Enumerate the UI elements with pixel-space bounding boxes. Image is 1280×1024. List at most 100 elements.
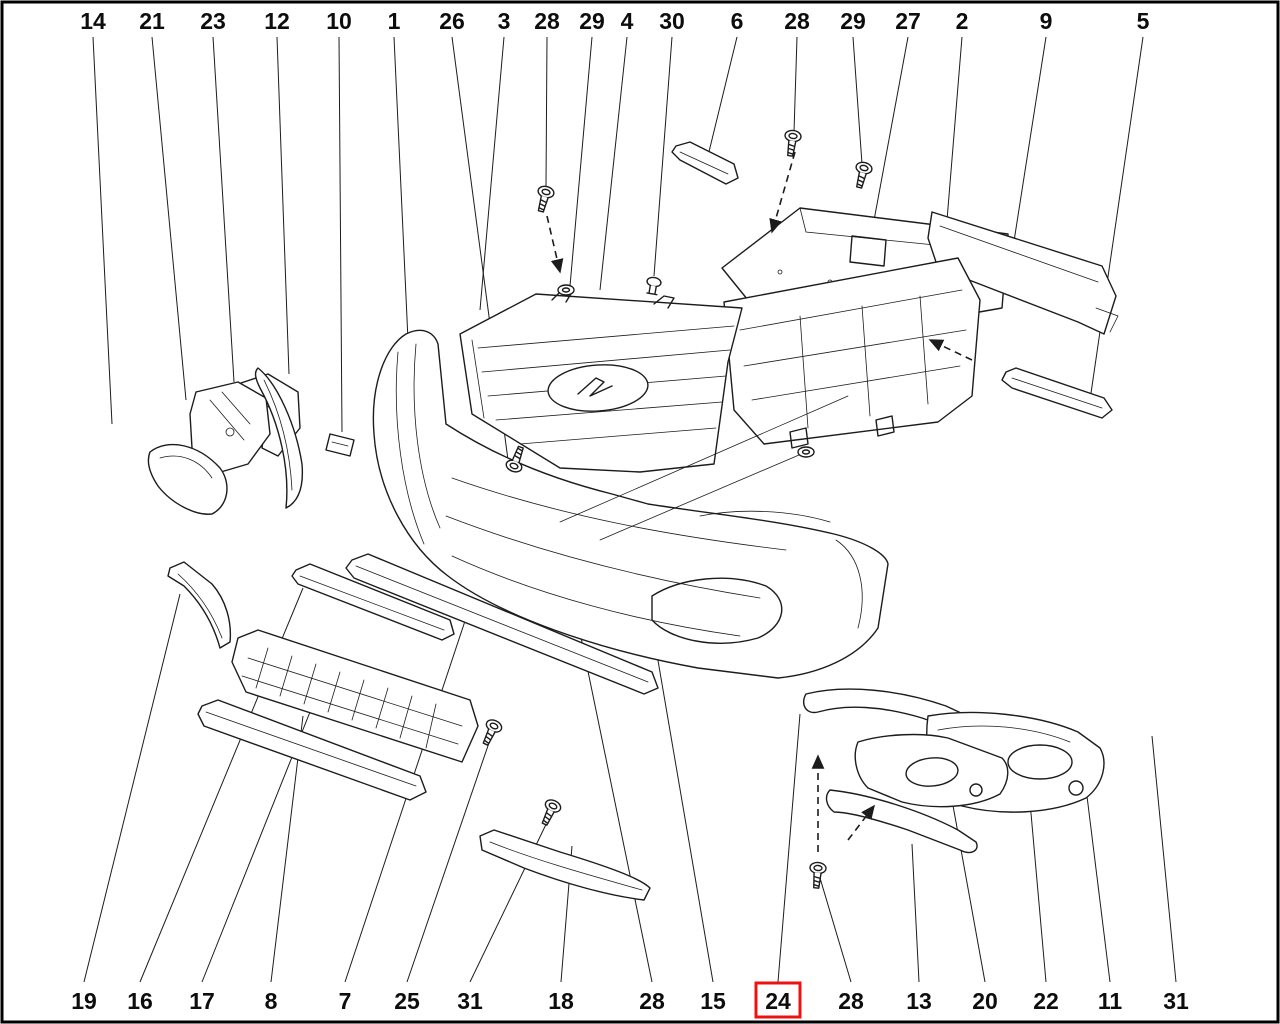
upper-trim-strip: [671, 141, 739, 185]
leader-line-top-23: [212, 36, 235, 383]
callout-number-bottom-17: 17: [189, 988, 215, 1014]
screw-icon-top-left: [532, 183, 556, 215]
callout-number-top-1: 1: [388, 8, 401, 34]
leader-line-top-14: [92, 36, 113, 425]
callout-number-top-23: 23: [200, 8, 226, 34]
callout-number-top-28: 28: [784, 8, 810, 34]
leader-line-top-1: [393, 36, 409, 341]
leader-line-bottom-22: [1029, 801, 1047, 983]
fog-bezel-inner: [854, 733, 1009, 808]
leader-line-top-29: [569, 36, 593, 287]
callout-number-top-21: 21: [139, 8, 165, 34]
callout-number-bottom-22: 22: [1033, 988, 1059, 1014]
upper-right-panel: [927, 211, 1119, 335]
callout-number-bottom-28: 28: [838, 988, 864, 1014]
callout-number-bottom-31: 31: [1163, 988, 1189, 1014]
screw-icon-top-mid: [781, 128, 803, 158]
leader-line-top-27: [869, 36, 909, 243]
lower-lip-spoiler: [479, 829, 651, 901]
screw-icon-top-right: [850, 160, 874, 191]
leader-line-bottom-20: [951, 799, 986, 983]
screw-icon-28-bottom: [807, 861, 828, 890]
leader-line-top-21: [151, 36, 187, 401]
right-thin-strip: [1001, 367, 1113, 419]
artwork: [147, 128, 1119, 901]
callout-number-top-3: 3: [498, 8, 511, 34]
lower-strip-long: [345, 553, 659, 695]
screw-icon-31: [536, 796, 564, 829]
callout-number-bottom-25: 25: [394, 988, 420, 1014]
callout-number-bottom-28: 28: [639, 988, 665, 1014]
leader-line-bottom-31: [1151, 735, 1177, 983]
lower-mesh-grille: [231, 629, 479, 763]
callout-number-bottom-7: 7: [339, 988, 352, 1014]
leader-line-bottom-17: [201, 661, 331, 983]
lower-strip-bottom: [197, 699, 427, 801]
grommet-icon-29: [557, 284, 575, 296]
callout-number-top-5: 5: [1137, 8, 1150, 34]
callout-number-bottom-20: 20: [972, 988, 998, 1014]
callout-number-top-2: 2: [956, 8, 969, 34]
callout-number-top-26: 26: [439, 8, 465, 34]
leader-line-top-29: [852, 36, 863, 165]
callout-number-bottom-19: 19: [71, 988, 97, 1014]
callout-number-bottom-24: 24: [765, 988, 791, 1014]
dashed-arrow-1: [546, 215, 564, 274]
leader-lines-layer: [83, 36, 1177, 983]
leader-line-top-30: [653, 36, 673, 277]
callout-number-bottom-13: 13: [906, 988, 932, 1014]
bumper-cover: [372, 329, 889, 679]
left-curved-strip: [254, 367, 304, 509]
leader-line-top-12: [276, 36, 290, 375]
small-clip: [325, 433, 355, 457]
callout-number-top-12: 12: [264, 8, 290, 34]
left-bracket-front: [189, 381, 271, 475]
callout-number-top-10: 10: [326, 8, 352, 34]
callout-number-top-9: 9: [1040, 8, 1053, 34]
callout-number-top-29: 29: [579, 8, 605, 34]
grommet-icon-mid: [797, 446, 815, 458]
leader-line-bottom-25: [406, 733, 493, 983]
leader-line-top-28: [793, 36, 798, 133]
dashed-arrow-3: [928, 339, 973, 361]
assembly-arrows: [546, 151, 973, 852]
leader-line-top-5: [1089, 36, 1144, 401]
leader-line-bottom-15: [647, 601, 714, 983]
left-short-strip: [167, 561, 232, 649]
screw-icon-25: [477, 716, 505, 749]
internal-pointer-lines: [559, 395, 849, 541]
leader-line-bottom-28: [819, 877, 852, 983]
leader-line-bottom-13: [911, 843, 920, 983]
leader-line-bottom-7: [344, 617, 467, 983]
left-horn-bracket: [147, 443, 228, 515]
leader-line-bottom-31: [469, 813, 552, 983]
callout-number-bottom-15: 15: [700, 988, 726, 1014]
leader-line-top-4: [599, 36, 628, 291]
leader-line-top-3: [479, 36, 505, 311]
callout-number-top-28: 28: [534, 8, 560, 34]
leader-line-bottom-19: [83, 593, 181, 983]
callout-number-top-6: 6: [731, 8, 744, 34]
upper-grille-assembly: [459, 289, 743, 473]
callout-number-top-14: 14: [80, 8, 106, 34]
callout-number-top-4: 4: [621, 8, 634, 34]
leader-line-bottom-11: [1083, 771, 1111, 983]
leader-line-bottom-24: [777, 713, 801, 983]
callout-number-bottom-16: 16: [127, 988, 153, 1014]
radiator-grille-frame: [723, 257, 981, 449]
callout-number-bottom-11: 11: [1098, 988, 1123, 1014]
leader-line-top-6: [705, 36, 738, 165]
clip-icon-30: [644, 275, 663, 296]
callout-number-top-29: 29: [840, 8, 866, 34]
lower-strip-upper: [291, 563, 455, 641]
callout-number-top-27: 27: [895, 8, 921, 34]
callout-number-bottom-18: 18: [548, 988, 574, 1014]
highlighted-callout-box-24: [754, 981, 802, 1019]
leader-line-top-9: [1011, 36, 1047, 255]
leader-line-top-10: [338, 36, 343, 433]
dashed-arrow-2: [769, 151, 796, 234]
